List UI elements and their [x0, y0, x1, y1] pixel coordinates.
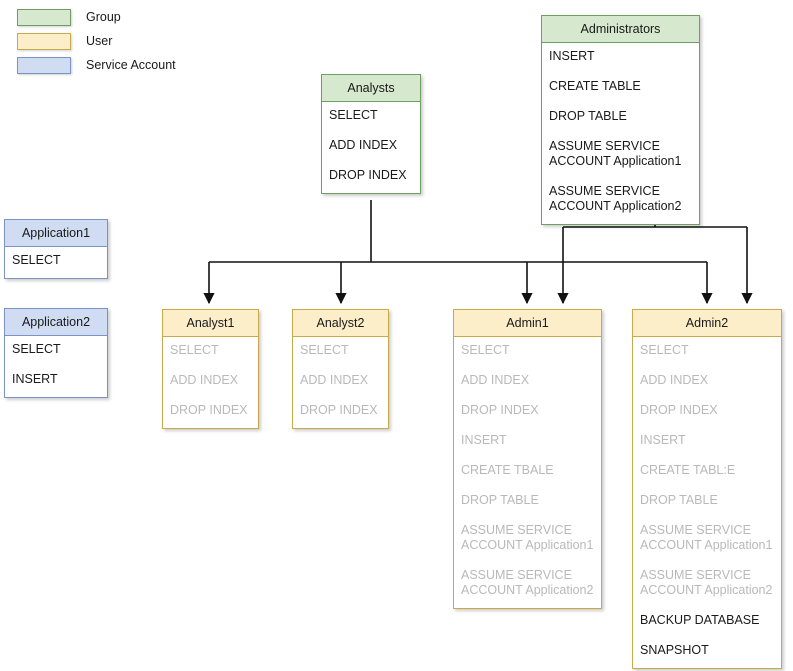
permission-own: BACKUP DATABASE	[640, 613, 760, 627]
node-administrators-title: Administrators	[542, 16, 699, 43]
node-application2-title: Application2	[5, 309, 107, 336]
permission-inherited: SELECT	[461, 343, 510, 357]
permission-inherited: DROP TABLE	[640, 493, 718, 507]
node-admin2[interactable]: Admin2 SELECT ADD INDEX DROP INDEX INSERT CR…	[632, 309, 782, 669]
permission-inherited: ADD INDEX	[640, 373, 709, 387]
node-analyst1-permissions: SELECT ADD INDEX DROP INDEX	[163, 337, 258, 428]
permission-inherited: ASSUME SERVICE ACCOUNT Application2	[461, 568, 594, 597]
permission-own: SELECT	[12, 253, 61, 267]
node-application2-permissions: SELECT INSERT	[5, 336, 107, 397]
node-application2[interactable]: Application2 SELECT INSERT	[4, 308, 108, 398]
permission-inherited: ADD INDEX	[170, 373, 239, 387]
node-application1[interactable]: Application1 SELECT	[4, 219, 108, 279]
legend-label-group: Group	[86, 10, 121, 24]
legend-item-service-account: Service Account	[17, 55, 176, 75]
node-admin2-title: Admin2	[633, 310, 781, 337]
node-analyst2-permissions: SELECT ADD INDEX DROP INDEX	[293, 337, 388, 428]
node-admin1[interactable]: Admin1 SELECT ADD INDEX DROP INDEX INSERT CR…	[453, 309, 602, 609]
legend-item-user: User	[17, 31, 176, 51]
permission-own: SELECT	[12, 342, 61, 356]
permission-own: INSERT	[549, 49, 595, 63]
permission-inherited: DROP INDEX	[461, 403, 539, 417]
node-application1-title: Application1	[5, 220, 107, 247]
node-admin2-permissions: SELECT ADD INDEX DROP INDEX INSERT CREATE TA…	[633, 337, 781, 668]
legend-label-service-account: Service Account	[86, 58, 176, 72]
permission-inherited: ASSUME SERVICE ACCOUNT Application1	[461, 523, 594, 552]
legend-label-user: User	[86, 34, 113, 48]
node-analysts-title: Analysts	[322, 75, 420, 102]
permission-inherited: INSERT	[640, 433, 686, 447]
permission-own: DROP TABLE	[549, 109, 627, 123]
permission-inherited: ASSUME SERVICE ACCOUNT Application2	[640, 568, 773, 597]
permission-inherited: DROP TABLE	[461, 493, 539, 507]
node-application1-permissions: SELECT	[5, 247, 107, 278]
legend-swatch-service-account	[17, 56, 71, 74]
node-admin1-title: Admin1	[454, 310, 601, 337]
node-administrators-permissions: INSERT CREATE TABLE DROP TABLE ASSUME SERVI…	[542, 43, 699, 224]
legend: Group User Service Account	[17, 7, 176, 79]
permission-inherited: CREATE TABL:E	[640, 463, 736, 477]
legend-swatch-user	[17, 32, 71, 50]
permission-own: ADD INDEX	[329, 138, 398, 152]
node-analyst2[interactable]: Analyst2 SELECT ADD INDEX DROP INDEX	[292, 309, 389, 429]
permission-own: INSERT	[12, 372, 58, 386]
node-analysts-permissions: SELECT ADD INDEX DROP INDEX	[322, 102, 420, 193]
permission-inherited: SELECT	[170, 343, 219, 357]
permission-own: ASSUME SERVICE ACCOUNT Application1	[549, 139, 682, 168]
permission-own: SELECT	[329, 108, 378, 122]
node-admin1-permissions: SELECT ADD INDEX DROP INDEX INSERT CREATE TB…	[454, 337, 601, 608]
permission-inherited: SELECT	[640, 343, 689, 357]
node-administrators[interactable]: Administrators INSERT CREATE TABLE DROP TA…	[541, 15, 700, 225]
permission-inherited: INSERT	[461, 433, 507, 447]
permission-own: DROP INDEX	[329, 168, 407, 182]
permission-inherited: DROP INDEX	[170, 403, 248, 417]
node-analyst1[interactable]: Analyst1 SELECT ADD INDEX DROP INDEX	[162, 309, 259, 429]
permission-inherited: DROP INDEX	[640, 403, 718, 417]
permission-inherited: SELECT	[300, 343, 349, 357]
permission-inherited: ADD INDEX	[300, 373, 369, 387]
permission-own: ASSUME SERVICE ACCOUNT Application2	[549, 184, 682, 213]
edge-administrators-children	[557, 219, 753, 305]
permission-inherited: ASSUME SERVICE ACCOUNT Application1	[640, 523, 773, 552]
node-analysts[interactable]: Analysts SELECT ADD INDEX DROP INDEX	[321, 74, 421, 194]
permission-inherited: DROP INDEX	[300, 403, 378, 417]
permission-own: SNAPSHOT	[640, 643, 709, 657]
node-analyst2-title: Analyst2	[293, 310, 388, 337]
permission-inherited: CREATE TBALE	[461, 463, 554, 477]
permission-own: CREATE TABLE	[549, 79, 641, 93]
legend-item-group: Group	[17, 7, 176, 27]
legend-swatch-group	[17, 8, 71, 26]
node-analyst1-title: Analyst1	[163, 310, 258, 337]
permission-inherited: ADD INDEX	[461, 373, 530, 387]
